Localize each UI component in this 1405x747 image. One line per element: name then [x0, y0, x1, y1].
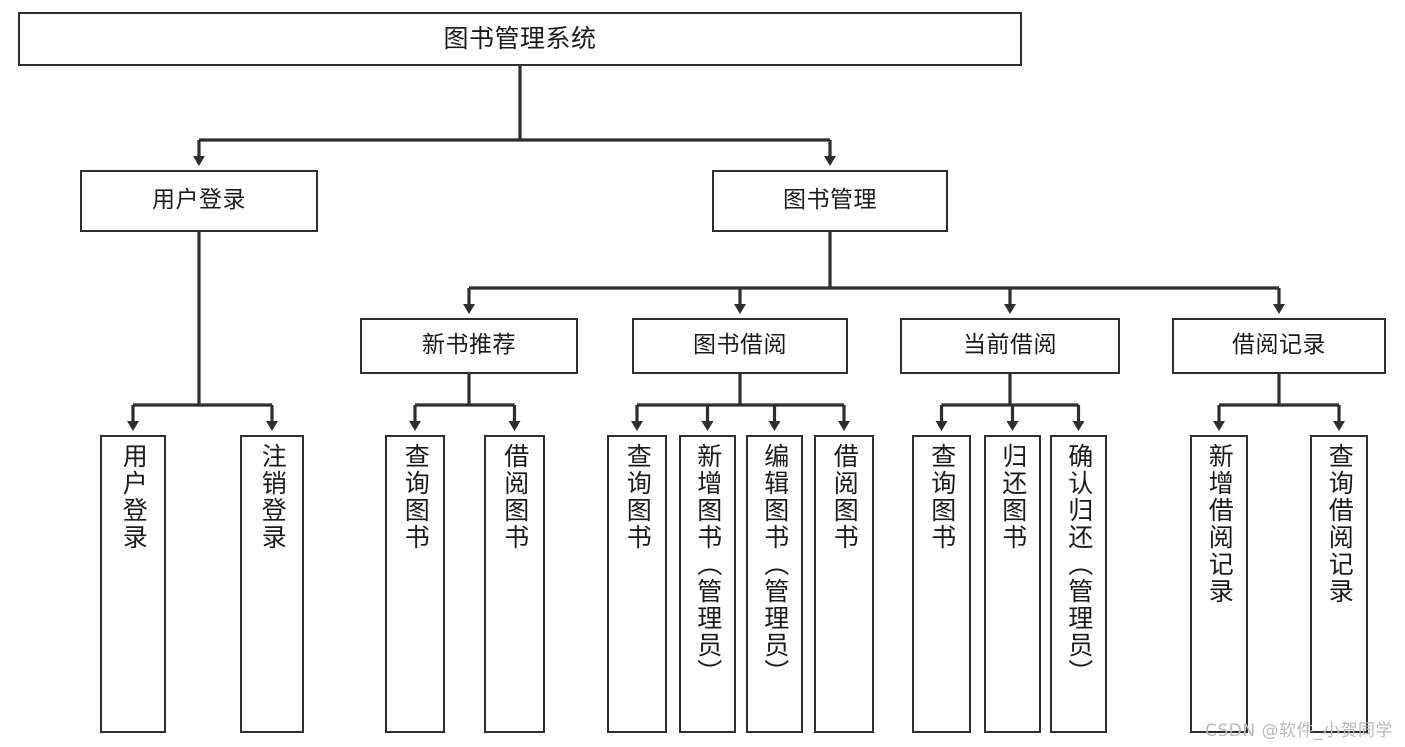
- node-label: 图书管理系统: [443, 24, 597, 54]
- node-label: 图书借阅: [693, 332, 787, 359]
- node-label: 借阅记录: [1232, 332, 1326, 359]
- node-label: 注销登录: [258, 443, 288, 551]
- node-leaf-cur-confirm[interactable]: 确认归还（管理员）: [1050, 435, 1107, 733]
- node-label: 查询图书: [623, 443, 653, 551]
- node-leaf-user-login[interactable]: 用户登录: [100, 435, 166, 733]
- node-leaf-bor-edit[interactable]: 编辑图书（管理员）: [746, 435, 803, 733]
- node-leaf-user-logout[interactable]: 注销登录: [240, 435, 304, 733]
- node-label: 新增图书（管理员）: [693, 443, 723, 686]
- node-label: 当前借阅: [963, 332, 1057, 359]
- node-label: 归还图书: [998, 443, 1028, 551]
- node-root[interactable]: 图书管理系统: [18, 12, 1022, 66]
- node-label: 新书推荐: [422, 332, 516, 359]
- node-label: 查询图书: [401, 443, 431, 551]
- node-label: 编辑图书（管理员）: [760, 443, 790, 686]
- node-leaf-new-borrow[interactable]: 借阅图书: [484, 435, 545, 733]
- node-newbooks[interactable]: 新书推荐: [360, 318, 578, 374]
- node-label: 新增借阅记录: [1205, 443, 1235, 605]
- node-borrow[interactable]: 图书借阅: [632, 318, 848, 374]
- node-label: 用户登录: [152, 187, 246, 214]
- node-label: 用户登录: [119, 443, 149, 551]
- node-leaf-bor-query[interactable]: 查询图书: [607, 435, 667, 733]
- node-bookmgmt[interactable]: 图书管理: [712, 170, 948, 232]
- node-records[interactable]: 借阅记录: [1172, 318, 1386, 374]
- node-leaf-bor-add[interactable]: 新增图书（管理员）: [679, 435, 736, 733]
- node-leaf-bor-borrow[interactable]: 借阅图书: [814, 435, 874, 733]
- node-label: 借阅图书: [500, 443, 530, 551]
- node-label: 查询借阅记录: [1325, 443, 1355, 605]
- node-label: 查询图书: [927, 443, 957, 551]
- node-current[interactable]: 当前借阅: [900, 318, 1120, 374]
- node-label: 借阅图书: [830, 443, 860, 551]
- node-label: 图书管理: [783, 187, 877, 214]
- node-leaf-rec-add[interactable]: 新增借阅记录: [1190, 435, 1248, 733]
- node-login[interactable]: 用户登录: [80, 170, 318, 232]
- node-leaf-new-query[interactable]: 查询图书: [385, 435, 445, 733]
- node-leaf-rec-query[interactable]: 查询借阅记录: [1310, 435, 1368, 733]
- node-leaf-cur-return[interactable]: 归还图书: [984, 435, 1041, 733]
- node-leaf-cur-query[interactable]: 查询图书: [912, 435, 971, 733]
- watermark-text: CSDN @软件_小贺同学: [1205, 721, 1393, 741]
- node-label: 确认归还（管理员）: [1064, 443, 1094, 686]
